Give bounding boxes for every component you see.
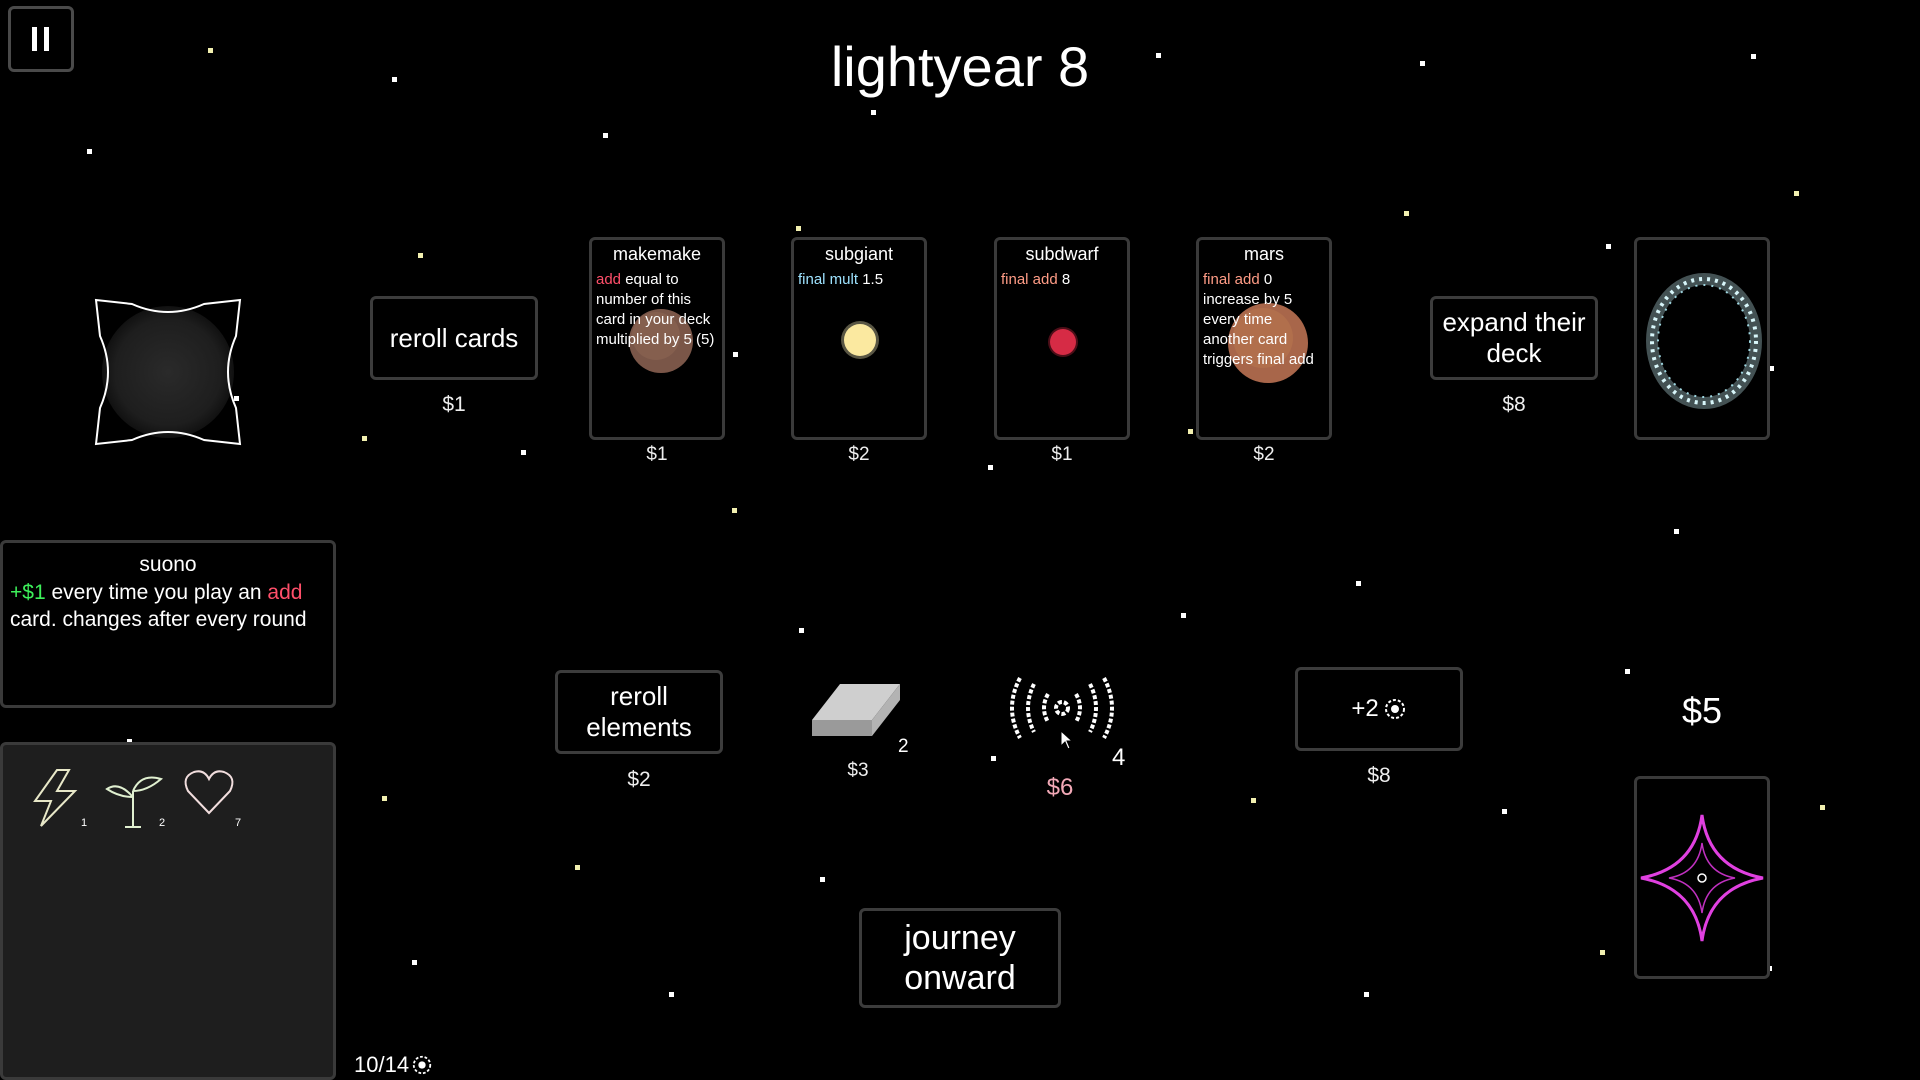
element-ingot[interactable]: 2 [810,672,910,757]
reroll-cards-price: $1 [442,393,466,416]
card-title: subgiant [824,244,894,264]
card-description: final add 8 [1001,270,1123,290]
card-subgiant[interactable]: subgiant final mult 1.5 [791,237,927,440]
card-title: mars [1244,244,1284,264]
expand-deck-label: expand their deck [1442,307,1586,368]
card-description: add equal to number of this card in your… [596,270,718,350]
inventory-item[interactable]: 1 [29,767,91,833]
description-text: 8 [1057,271,1071,288]
description-text: 1.5 [858,271,884,288]
money-display: $5 [1681,690,1723,731]
card-price: $1 [646,444,668,465]
card-title: makemake [612,244,702,264]
card-title: subdwarf [1025,244,1099,264]
element-count: 2 [898,736,909,757]
metal-ingot-icon [812,684,900,736]
portal-card[interactable] [1634,237,1770,440]
target-icon [412,1055,432,1075]
item-count: 7 [235,817,242,829]
item-count: 1 [81,817,88,829]
description-text: equal to number of this card in your dec… [596,271,715,348]
expand-deck-price: $8 [1502,393,1526,416]
inventory-item[interactable]: 2 [103,767,169,833]
keyword-red: add [596,271,622,288]
pause-button[interactable] [8,6,74,72]
deck-count-text: 10/14 [354,1052,410,1077]
star-card[interactable] [1634,776,1770,979]
card-price: $2 [1253,444,1275,465]
reroll-cards-button[interactable]: reroll cards [370,296,538,380]
player-planet [92,296,244,448]
target-icon [1384,699,1405,719]
element-sound[interactable]: 4 [1004,676,1134,771]
card-price: $2 [848,444,870,465]
four-point-star-icon [1640,814,1764,942]
upgrade-button[interactable]: +2 [1295,667,1463,751]
keyword-salmon: final add [1001,271,1058,288]
item-count: 2 [159,817,166,829]
portal-ring-icon [1646,273,1762,409]
deck-counter: 10/14 [354,1052,433,1078]
description-text: 0 increase by 5 every time another card … [1203,271,1314,368]
description-text: card. changes after every round [10,608,307,631]
page-title: lightyear 8 [830,35,1090,98]
keyword-green: +$1 [10,581,46,604]
card-subdwarf[interactable]: subdwarf final add 8 [994,237,1130,440]
heart-icon [184,770,234,815]
journey-onward-label: journey onward [904,919,1016,997]
journey-onward-button[interactable]: journey onward [859,908,1061,1008]
expand-deck-button[interactable]: expand their deck [1430,296,1598,380]
reroll-elements-price: $2 [627,768,651,791]
keyword-red: add [267,581,303,604]
upgrade-label: +2 [1351,695,1379,722]
lightning-icon [33,769,78,827]
element-price: $6 [1046,774,1074,801]
info-panel-title: suono [139,553,197,576]
card-price: $1 [1051,444,1073,465]
pause-icon [32,27,49,51]
description-text: every time you play an [45,581,268,604]
makemake-planet-icon [629,309,693,373]
sound-waves-icon [1010,677,1114,739]
subgiant-star-icon [841,321,879,359]
card-mars[interactable]: mars final add 0 increase by 5 every tim… [1196,237,1332,440]
mars-planet-icon [1228,303,1308,383]
element-price: $3 [847,760,869,781]
inventory-item[interactable]: 7 [183,767,249,833]
info-panel: suono +$1 every time you play an add car… [0,540,336,708]
reroll-cards-label: reroll cards [389,322,519,353]
reroll-elements-button[interactable]: reroll elements [555,670,723,754]
card-makemake[interactable]: makemake add equal to number of this car… [589,237,725,440]
keyword-salmon: final add [1203,271,1260,288]
sprout-icon [105,776,164,828]
keyword-cyan: final mult [798,271,859,288]
upgrade-price: $8 [1367,764,1391,787]
subdwarf-star-icon [1048,327,1078,357]
card-description: final mult 1.5 [798,270,920,290]
mouse-cursor-icon [1060,730,1074,750]
info-panel-description: +$1 every time you play an add card. cha… [10,579,327,633]
inventory-panel: 1 2 7 [0,742,336,1080]
planet-frame-icon [94,298,242,446]
card-description: final add 0 increase by 5 every time ano… [1203,270,1325,370]
element-count: 4 [1112,744,1126,771]
reroll-elements-label: reroll elements [586,681,692,742]
